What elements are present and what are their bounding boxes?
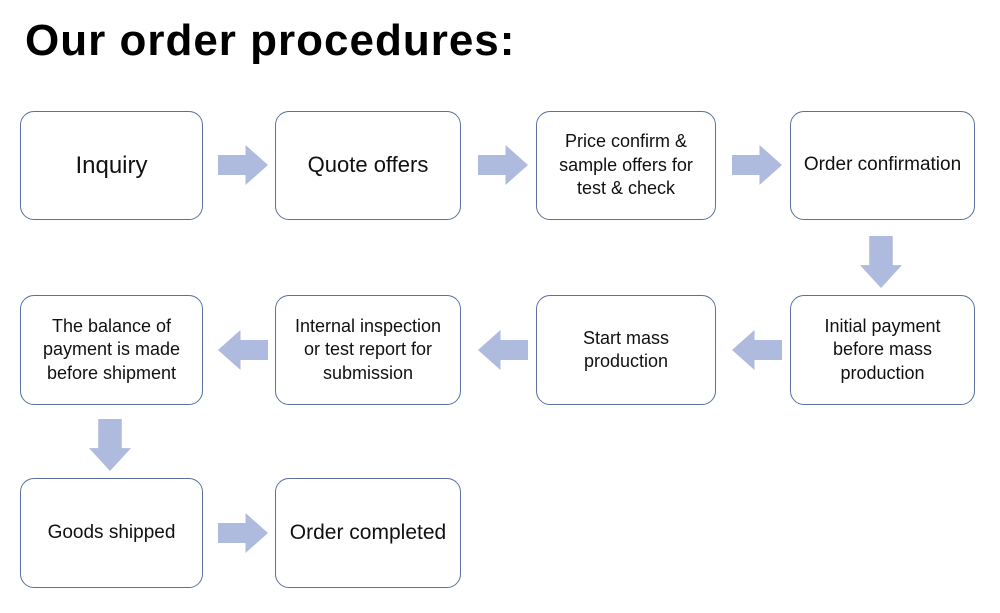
step-box-quote-offers: Quote offers [275,111,461,220]
step-label-price-confirm: Price confirm & sample offers for test &… [559,131,693,199]
arrow-left-icon [478,330,528,370]
arrow-down-icon [860,236,902,288]
arrow-right-icon [732,145,782,185]
step-box-order-completed: Order completed [275,478,461,588]
step-box-internal-inspection: Internal inspection or test report for s… [275,295,461,405]
step-box-inquiry: Inquiry [20,111,203,220]
arrow-right-icon [478,145,528,185]
step-box-start-mass-production: Start mass production [536,295,716,405]
arrow-left-icon [218,330,268,370]
step-box-initial-payment: Initial payment before mass production [790,295,975,405]
step-box-price-confirm: Price confirm & sample offers for test &… [536,111,716,220]
arrow-left-icon [732,330,782,370]
step-label-goods-shipped: Goods shipped [47,521,176,543]
arrow-down-icon [89,419,131,471]
page-title: Our order procedures: [25,16,516,65]
step-label-inquiry: Inquiry [75,151,148,179]
step-box-order-confirmation: Order confirmation [790,111,975,220]
step-label-balance-payment: The balance of payment is made before sh… [42,315,181,383]
step-label-order-completed: Order completed [289,521,447,545]
arrow-right-icon [218,513,268,553]
step-box-balance-payment: The balance of payment is made before sh… [20,295,203,405]
step-box-goods-shipped: Goods shipped [20,478,203,588]
step-label-internal-inspection: Internal inspection or test report for s… [294,315,442,383]
step-label-quote-offers: Quote offers [307,152,429,178]
step-label-initial-payment: Initial payment before mass production [824,315,941,383]
step-label-order-confirmation: Order confirmation [803,154,962,176]
step-label-start-mass-production: Start mass production [582,327,670,371]
arrow-right-icon [218,145,268,185]
